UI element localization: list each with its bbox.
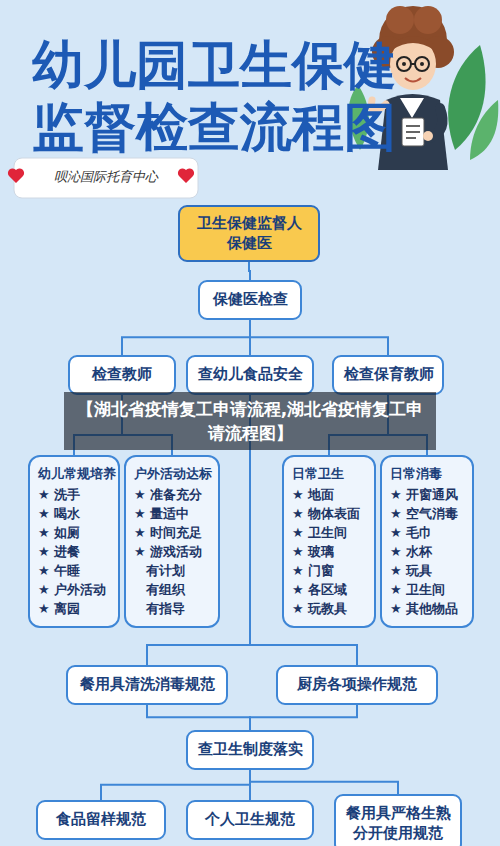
node-text: 餐用具清洗消毒规范	[78, 675, 216, 695]
checklist-item: ★ 离园	[38, 599, 112, 618]
connector-line	[250, 320, 388, 356]
checklist-box: 日常卫生 ★ 地面★ 物体表面★ 卫生间★ 玻璃★ 门窗★ 各区域★ 玩教具	[282, 455, 376, 628]
connector-line	[250, 770, 398, 795]
checklist-item: ★ 准备充分	[134, 485, 212, 504]
node-text: 餐用具严格生熟 分开使用规范	[346, 804, 450, 843]
connector-line	[147, 705, 250, 731]
process-box: 厨房各项操作规范	[276, 665, 438, 705]
node-text: 查幼儿食品安全	[198, 365, 302, 385]
process-box: 餐用具严格生熟 分开使用规范	[334, 794, 462, 846]
connector-line	[122, 320, 250, 356]
checklist-box: 幼儿常规培养 ★ 洗手★ 喝水★ 如厕★ 进餐★ 午睡★ 户外活动★ 离园	[28, 455, 120, 628]
handwritten-label: 呗沁国际托育中心	[38, 168, 174, 186]
connector-line	[250, 705, 357, 731]
process-box: 食品留样规范	[36, 800, 166, 840]
process-box: 检查保育教师	[332, 355, 444, 395]
heart-icon	[178, 168, 194, 183]
node-text: 保健医检查	[210, 290, 290, 310]
checklist-box: 户外活动达标 ★ 准备充分★ 量适中★ 时间充足★ 游戏活动有计划有组织有指导	[124, 455, 220, 628]
node-text: 卫生保健监督人 保健医	[190, 214, 308, 253]
checklist-item: ★ 游戏活动	[134, 542, 212, 561]
checklist-item: ★ 各区域	[292, 580, 368, 599]
connector-line	[249, 262, 250, 280]
checklist-item: ★ 其他物品	[390, 599, 466, 618]
checklist-item: ★ 卫生间	[292, 523, 368, 542]
node-text: 食品留样规范	[48, 810, 154, 830]
checklist-item: 有计划	[134, 561, 212, 580]
column-heading: 日常卫生	[292, 464, 368, 483]
process-box: 个人卫生规范	[186, 800, 314, 840]
checklist-item: ★ 空气消毒	[390, 504, 466, 523]
heart-icon	[8, 168, 24, 183]
process-box: 保健医检查	[198, 280, 302, 320]
node-text: 厨房各项操作规范	[288, 675, 426, 695]
supervisor-box: 卫生保健监督人 保健医	[178, 205, 320, 262]
checklist-item: ★ 开窗通风	[390, 485, 466, 504]
checklist-item: ★ 喝水	[38, 504, 112, 523]
checklist-item: ★ 玩具	[390, 561, 466, 580]
process-box: 检查教师	[68, 355, 176, 395]
column-heading: 幼儿常规培养	[38, 464, 112, 483]
checklist-item: ★ 玩教具	[292, 599, 368, 618]
connector-line	[101, 770, 250, 801]
checklist-item: ★ 如厕	[38, 523, 112, 542]
checklist-item: ★ 毛巾	[390, 523, 466, 542]
checklist-item: ★ 物体表面	[292, 504, 368, 523]
checklist-item: ★ 时间充足	[134, 523, 212, 542]
process-box: 查卫生制度落实	[186, 730, 314, 770]
node-text: 查卫生制度落实	[198, 740, 302, 760]
checklist-item: ★ 玻璃	[292, 542, 368, 561]
column-heading: 户外活动达标	[134, 464, 212, 483]
checklist-item: 有指导	[134, 599, 212, 618]
checklist-item: ★ 卫生间	[390, 580, 466, 599]
checklist-item: ★ 户外活动	[38, 580, 112, 599]
checklist-item: ★ 量适中	[134, 504, 212, 523]
node-text: 个人卫生规范	[198, 810, 302, 830]
name-card	[14, 158, 198, 198]
process-box: 餐用具清洗消毒规范	[66, 665, 228, 705]
checklist-item: ★ 午睡	[38, 561, 112, 580]
diagram-title: 幼儿园卫生保健监督检查流程图	[32, 34, 404, 158]
checklist-item: ★ 进餐	[38, 542, 112, 561]
node-text: 检查教师	[80, 365, 164, 385]
column-heading: 日常消毒	[390, 464, 466, 483]
node-text: 检查保育教师	[344, 365, 432, 385]
overlay-banner: 【湖北省疫情复工申请流程,湖北省疫情复工申请流程图】	[64, 392, 436, 450]
checklist-item: ★ 水杯	[390, 542, 466, 561]
checklist-item: ★ 地面	[292, 485, 368, 504]
checklist-item: ★ 洗手	[38, 485, 112, 504]
process-box: 查幼儿食品安全	[186, 355, 314, 395]
checklist-item: 有组织	[134, 580, 212, 599]
checklist-item: ★ 门窗	[292, 561, 368, 580]
checklist-box: 日常消毒 ★ 开窗通风★ 空气消毒★ 毛巾★ 水杯★ 玩具★ 卫生间★ 其他物品	[380, 455, 474, 628]
